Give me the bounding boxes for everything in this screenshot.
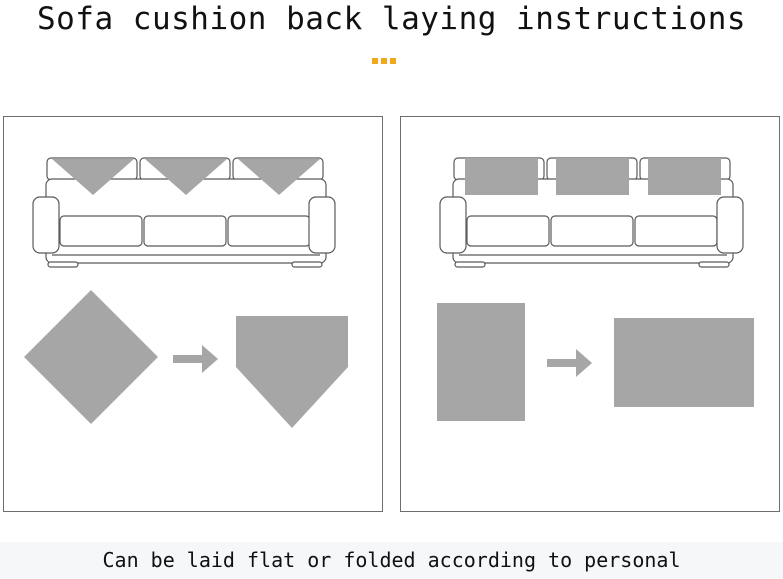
cover-diamond-shape [24, 290, 158, 424]
folded-cover-triangle [145, 159, 227, 195]
sofa-arm-left [32, 196, 60, 254]
folded-cover-triangle [52, 159, 134, 195]
folded-covers [52, 159, 320, 195]
panel-folded-method [3, 116, 383, 512]
sofa-seat-cushion [466, 215, 550, 247]
sofa-outline [32, 157, 336, 268]
flat-covers [465, 158, 721, 195]
accent-dot [381, 58, 387, 64]
flat-cover-rectangle [465, 158, 538, 195]
sofa-seat-cushion [550, 215, 634, 247]
caption-text: Can be laid flat or folded according to … [102, 548, 681, 572]
folded-method-illustration [24, 157, 348, 428]
arrow-icon [173, 345, 218, 373]
sofa-foot [698, 261, 730, 268]
cover-landscape-shape [614, 318, 754, 407]
sofa-arm-right [716, 196, 744, 254]
sofa-arm-left [439, 196, 467, 254]
cover-portrait-shape [437, 303, 525, 421]
flat-cover-rectangle [556, 158, 629, 195]
folded-cover-triangle [238, 159, 320, 195]
sofa-seat-cushion [634, 215, 718, 247]
page-title: Sofa cushion back laying instructions [36, 1, 747, 37]
arrow-icon [547, 349, 592, 377]
flat-method-illustration [437, 157, 754, 421]
flat-cover-rectangle [648, 158, 721, 195]
sofa-seat-cushion [143, 215, 227, 247]
sofa-seat-cushion [227, 215, 311, 247]
sofa-seat-cushion [59, 215, 143, 247]
sofa-foot [454, 261, 486, 268]
accent-dots [372, 58, 408, 64]
panel-flat-method [400, 116, 780, 512]
sofa-arm-right [308, 196, 336, 254]
folded-cover-shape [236, 316, 348, 428]
accent-dot [372, 58, 378, 64]
accent-dot [390, 58, 396, 64]
sofa-foot [47, 261, 79, 268]
caption-band [0, 542, 783, 579]
sofa-foot [291, 261, 323, 268]
